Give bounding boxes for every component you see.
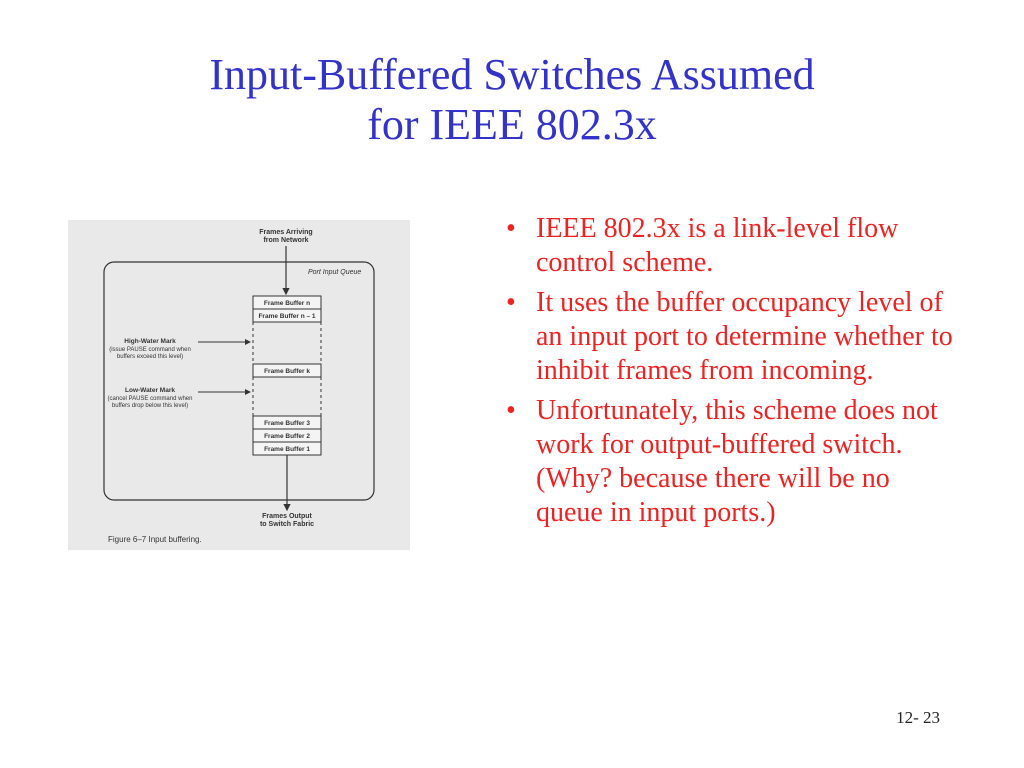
from-network-label: from Network — [263, 237, 308, 244]
low-water-mark-label: Low-Water Mark — [125, 387, 175, 394]
bullet-text: IEEE 802.3x is a link-level flow control… — [536, 213, 899, 278]
slide-title: Input-Buffered Switches Assumed for IEEE… — [0, 50, 1024, 150]
page-number: 12- 23 — [896, 708, 940, 727]
high-water-mark-label: High-Water Mark — [124, 338, 176, 345]
frame-buffer-2: Frame Buffer 2 — [264, 433, 310, 440]
frame-buffer-3: Frame Buffer 3 — [264, 420, 310, 427]
high-water-mark-note-1: (issue PAUSE command when — [109, 347, 191, 353]
bullet-text: It uses the buffer occupancy level of an… — [536, 287, 953, 386]
bullet-dot-icon: • — [506, 395, 516, 426]
port-queue-box — [103, 261, 375, 501]
bullet-text: Unfortunately, this scheme does not work… — [536, 395, 938, 528]
bullet-dot-icon: • — [506, 287, 516, 318]
bullet-list: • IEEE 802.3x is a link-level flow contr… — [498, 212, 958, 536]
bullet-item: • It uses the buffer occupancy level of … — [498, 286, 958, 388]
frame-buffer-n-1: Frame Buffer n – 1 — [258, 313, 315, 320]
bullet-dot-icon: • — [506, 213, 516, 244]
figure-caption: Figure 6–7 Input buffering. — [108, 535, 202, 544]
queue-label: Port Input Queue — [308, 269, 361, 276]
frame-buffer-n: Frame Buffer n — [264, 300, 310, 307]
frames-arriving-label: Frames Arriving — [259, 229, 312, 236]
frame-buffer-k: Frame Buffer k — [264, 368, 310, 375]
low-water-mark-note-1: (cancel PAUSE command when — [108, 396, 193, 402]
high-water-mark-note-2: buffers exceed this level) — [117, 354, 183, 360]
low-water-mark-note-2: buffers drop below this level) — [112, 403, 188, 409]
bullet-item: • IEEE 802.3x is a link-level flow contr… — [498, 212, 958, 280]
frame-buffer-1: Frame Buffer 1 — [264, 446, 310, 453]
switch-fabric-label: to Switch Fabric — [260, 521, 314, 528]
title-line-1: Input-Buffered Switches Assumed — [209, 50, 815, 99]
frame-buffer-stack: Frame Buffer n Frame Buffer n – 1 Frame … — [252, 295, 322, 456]
bullet-item: • Unfortunately, this scheme does not wo… — [498, 394, 958, 530]
frames-output-label: Frames Output — [262, 513, 312, 520]
title-line-2: for IEEE 802.3x — [367, 100, 657, 149]
input-buffering-figure: Frames Arriving from Network Port Input … — [68, 220, 410, 550]
